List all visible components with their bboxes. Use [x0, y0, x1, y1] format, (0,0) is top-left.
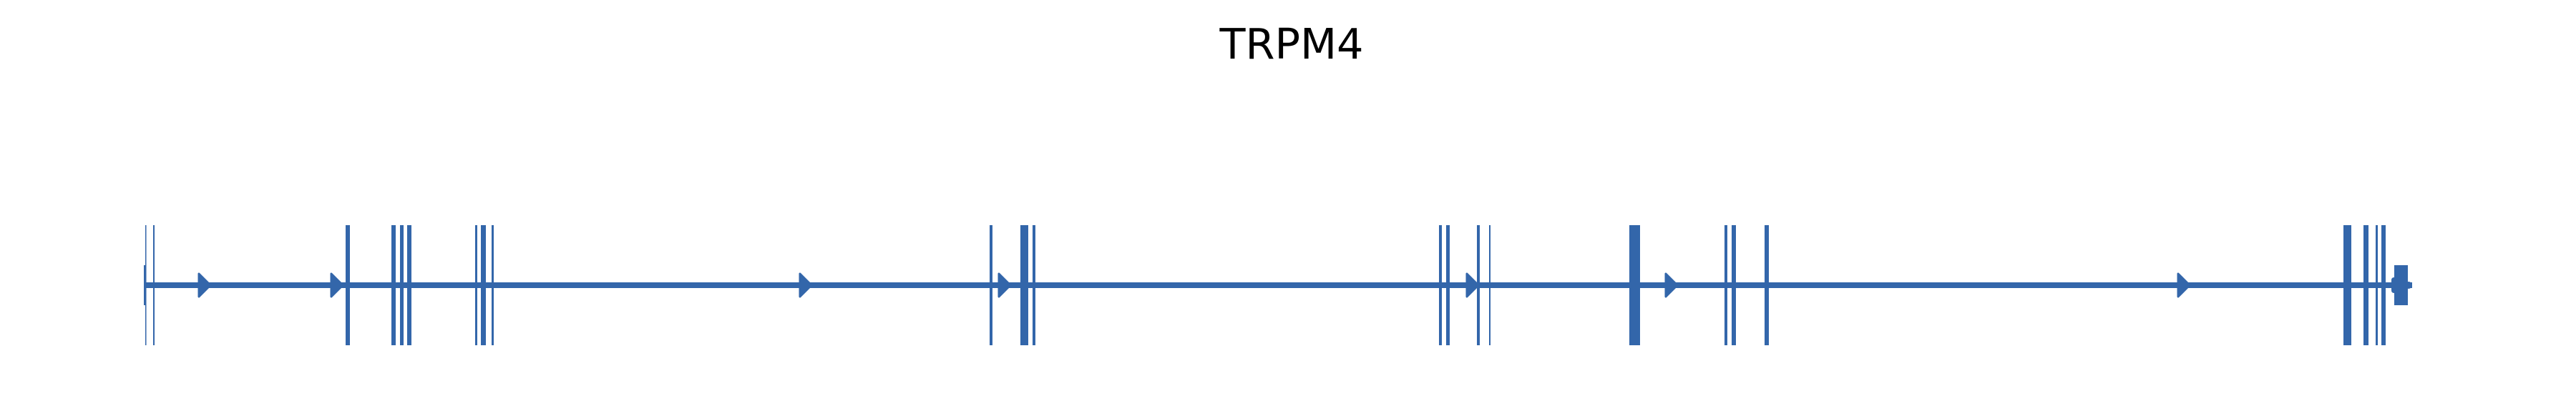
utr-3prime [2394, 265, 2408, 305]
exon [492, 225, 494, 345]
exon [407, 225, 411, 345]
exon [153, 225, 155, 345]
strand-arrow-icon [1465, 272, 1480, 298]
gene-title: TRPM4 [1219, 19, 1364, 69]
exon [346, 225, 350, 345]
exon [1446, 225, 1450, 345]
exon [1724, 225, 1727, 345]
utr-end-cap [2391, 277, 2394, 293]
utr-5prime [144, 265, 146, 305]
exon [2343, 225, 2351, 345]
exon [1439, 225, 1442, 345]
strand-arrow-icon [197, 272, 212, 298]
strand-arrow-icon [330, 272, 344, 298]
exon [1732, 225, 1736, 345]
exon [391, 225, 396, 345]
exon [2381, 225, 2386, 345]
exon [1765, 225, 1769, 345]
strand-arrow-icon [1664, 272, 1679, 298]
strand-arrow-icon [799, 272, 813, 298]
exon [1629, 225, 1640, 345]
exon [2363, 225, 2368, 345]
exon [990, 225, 992, 345]
exon [481, 225, 486, 345]
strand-arrow-icon [2177, 272, 2191, 298]
intron-line [144, 282, 2412, 288]
exon [1020, 225, 1028, 345]
exon [1033, 225, 1035, 345]
exon [2376, 225, 2378, 345]
exon [400, 225, 404, 345]
exon [1489, 225, 1491, 345]
strand-arrow-icon [997, 272, 1012, 298]
exon [475, 225, 477, 345]
transcript-end-icon [2405, 282, 2412, 289]
